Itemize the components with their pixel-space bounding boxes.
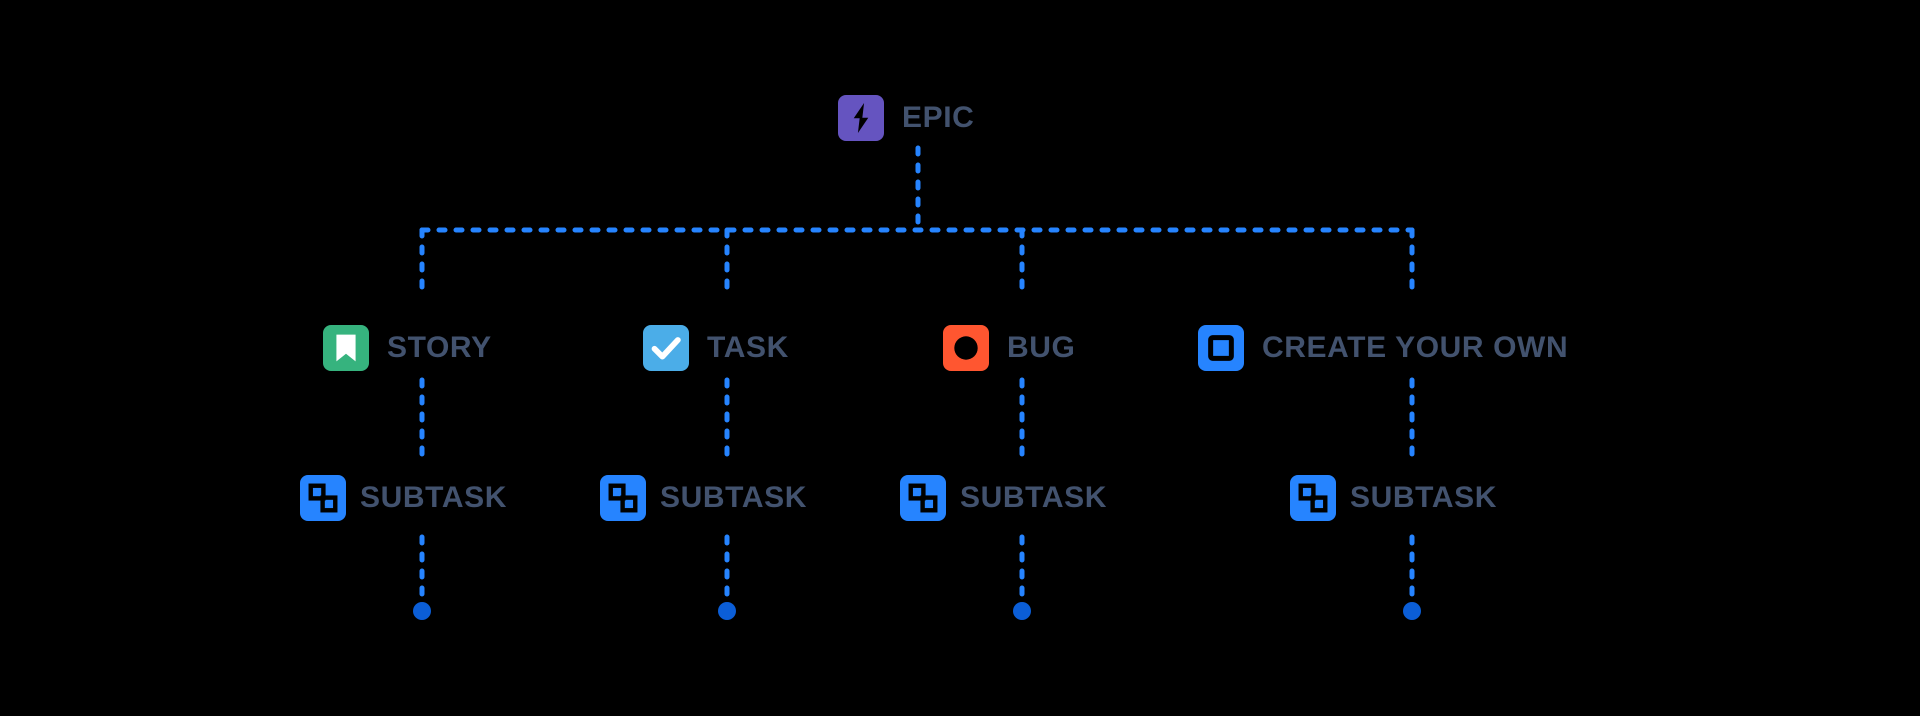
endpoint-dot-1 (413, 602, 431, 620)
story-bookmark-icon (323, 325, 369, 371)
subtask-icon (1290, 475, 1336, 521)
create-your-own-square-icon (1198, 325, 1244, 371)
node-label-subtask-task: SUBTASK (660, 481, 807, 514)
node-label-subtask-story: SUBTASK (360, 481, 507, 514)
node-label-epic: EPIC (902, 101, 975, 134)
node-label-subtask-custom: SUBTASK (1350, 481, 1497, 514)
epic-lightning-icon (838, 95, 884, 141)
node-subtask-bug[interactable]: SUBTASK (900, 475, 1107, 521)
subtask-icon (300, 475, 346, 521)
endpoint-dot-2 (718, 602, 736, 620)
node-bug[interactable]: BUG (943, 325, 1075, 371)
node-task[interactable]: TASK (643, 325, 789, 371)
endpoint-dot-4 (1403, 602, 1421, 620)
bug-circle-icon (943, 325, 989, 371)
subtask-icon (900, 475, 946, 521)
node-label-subtask-bug: SUBTASK (960, 481, 1107, 514)
node-label-bug: BUG (1007, 331, 1076, 364)
node-epic[interactable]: EPIC (838, 95, 974, 141)
node-label-create-your-own: CREATE YOUR OWN (1262, 331, 1569, 364)
node-subtask-story[interactable]: SUBTASK (300, 475, 507, 521)
node-label-story: STORY (387, 331, 492, 364)
node-create-your-own[interactable]: CREATE YOUR OWN (1198, 325, 1568, 371)
node-label-task: TASK (707, 331, 789, 364)
subtask-icon (600, 475, 646, 521)
node-subtask-custom[interactable]: SUBTASK (1290, 475, 1497, 521)
task-check-icon (643, 325, 689, 371)
node-subtask-task[interactable]: SUBTASK (600, 475, 807, 521)
node-story[interactable]: STORY (323, 325, 492, 371)
endpoint-dot-3 (1013, 602, 1031, 620)
